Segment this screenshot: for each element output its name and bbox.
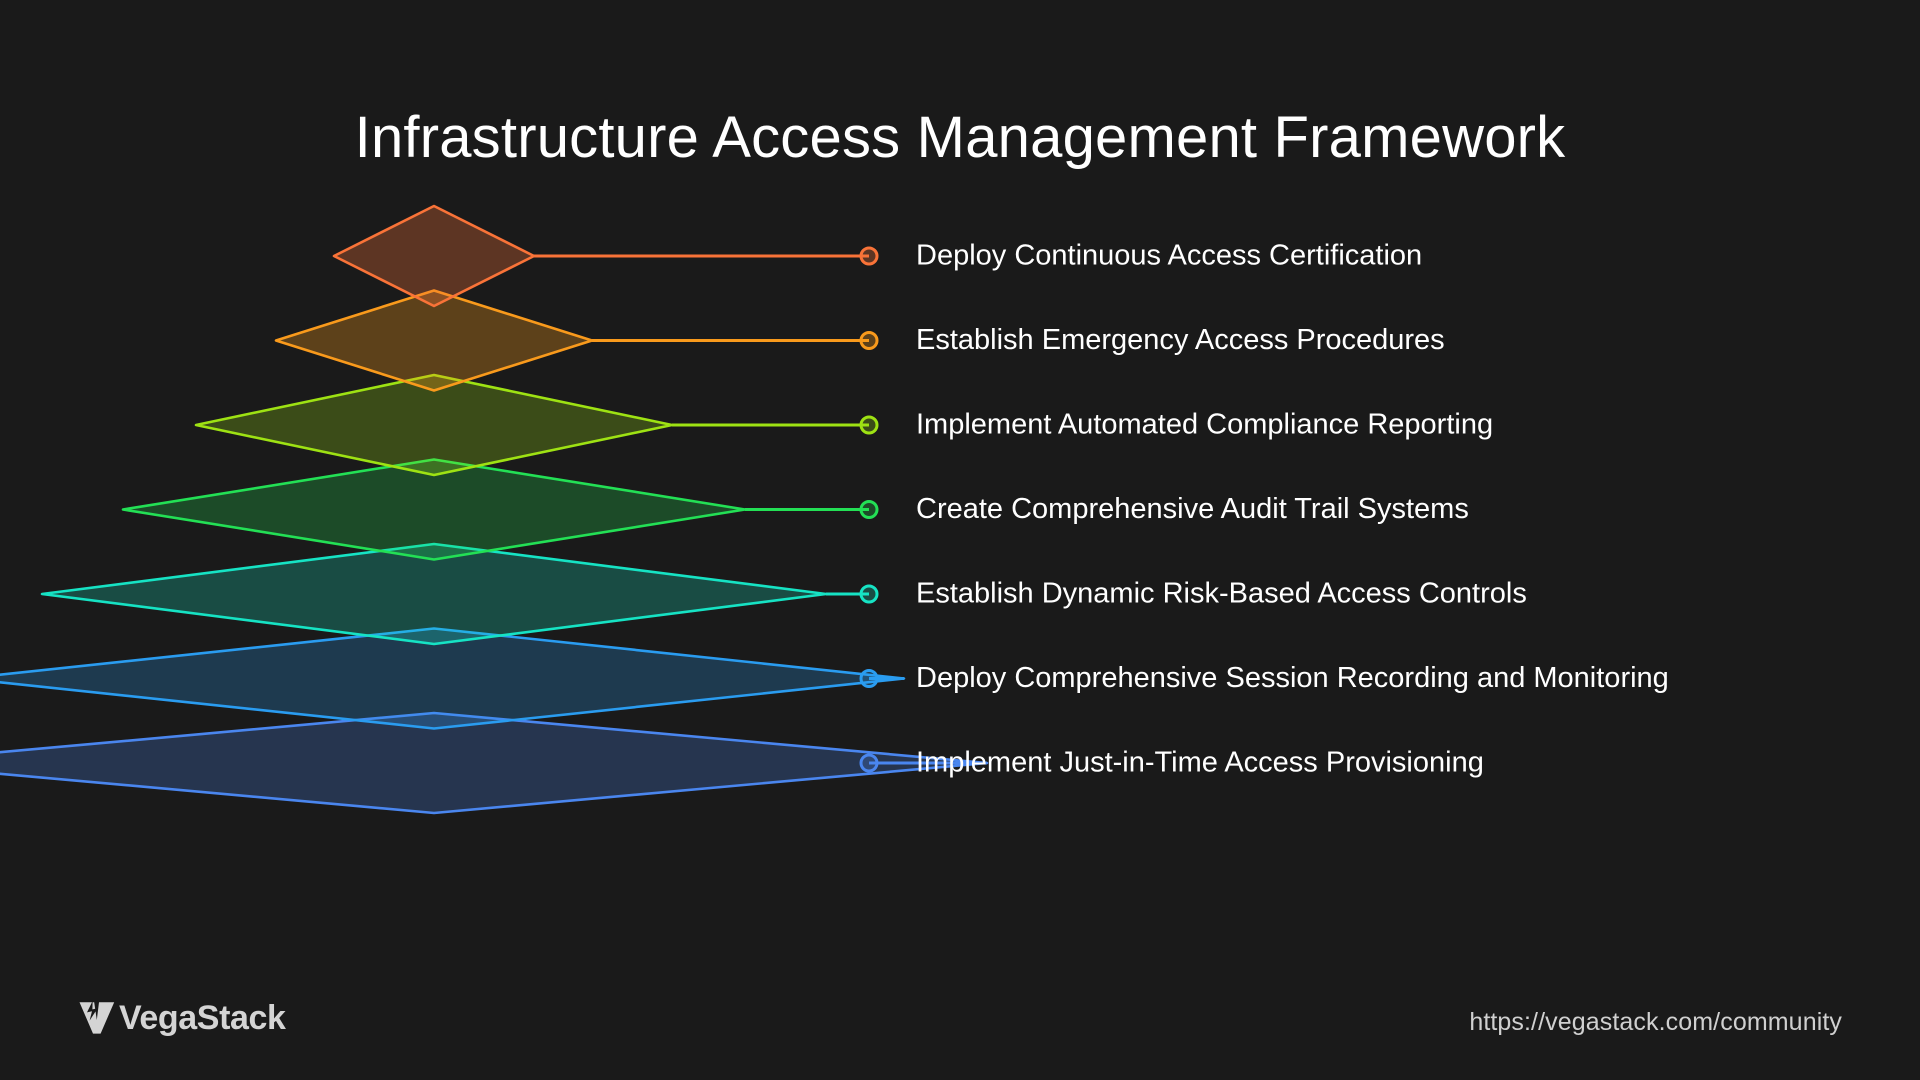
leader-marker-dot[interactable] <box>859 331 879 350</box>
leader-marker-dot[interactable] <box>859 753 879 773</box>
pyramid-layer[interactable] <box>40 542 828 646</box>
pyramid-layer[interactable] <box>274 289 594 392</box>
layer-label: Implement Automated Compliance Reporting <box>916 409 1493 441</box>
leader-lines <box>534 254 987 765</box>
layer-label: Establish Dynamic Risk-Based Access Cont… <box>916 578 1527 610</box>
brand-name: VegaStack <box>119 999 286 1037</box>
pyramid-layer[interactable] <box>194 373 674 477</box>
pyramid-layer[interactable] <box>121 458 747 561</box>
layer-label: Deploy Comprehensive Session Recording a… <box>916 662 1669 694</box>
pyramid-layer[interactable] <box>332 204 536 308</box>
vegastack-v-bolt-icon <box>79 1001 115 1034</box>
layer-label: Create Comprehensive Audit Trail Systems <box>916 493 1469 525</box>
leader-marker-dot[interactable] <box>859 669 879 688</box>
layer-label: Deploy Continuous Access Certification <box>916 240 1422 272</box>
pyramid-layer[interactable] <box>0 627 906 730</box>
leader-marker-dot[interactable] <box>859 246 879 266</box>
pyramid-layers <box>0 204 989 815</box>
leader-marker-dot[interactable] <box>859 500 879 519</box>
layer-label: Implement Just-in-Time Access Provisioni… <box>916 747 1484 779</box>
site-url: https://vegastack.com/community <box>1469 1008 1842 1036</box>
page-title: Infrastructure Access Management Framewo… <box>354 105 1566 170</box>
leader-markers <box>859 246 879 773</box>
layer-labels: Deploy Continuous Access CertificationEs… <box>916 240 1669 779</box>
layer-label: Establish Emergency Access Procedures <box>916 324 1445 356</box>
pyramid-layer[interactable] <box>0 711 989 815</box>
leader-marker-dot[interactable] <box>859 584 879 604</box>
leader-marker-dot[interactable] <box>859 415 879 435</box>
brand-logo: VegaStack <box>78 1000 286 1036</box>
